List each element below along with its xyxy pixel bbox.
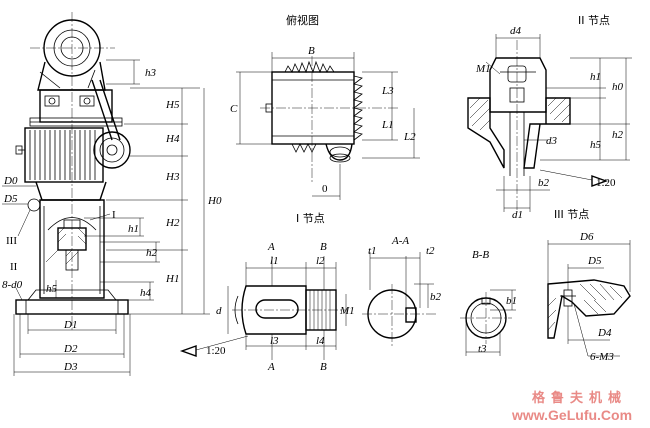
label-B-bottom: B <box>320 361 327 373</box>
watermark: 格鲁夫机械 www.GeLufu.Com <box>511 390 632 423</box>
label-b2-ii: b2 <box>538 177 550 189</box>
label-D4: D4 <box>597 327 612 339</box>
label-l1-i: l1 <box>270 255 279 267</box>
label-t3: t3 <box>478 343 487 355</box>
label-h0-ii: h0 <box>612 81 624 93</box>
label-L1: L1 <box>381 119 394 131</box>
label-taper-ii: 1:20 <box>596 177 616 189</box>
label-zero: 0 <box>322 183 328 195</box>
label-H3: H3 <box>165 171 180 183</box>
node-i-keyway <box>255 299 299 319</box>
label-l4: l4 <box>316 335 325 347</box>
label-C: C <box>230 103 238 115</box>
label-h5: h5 <box>46 283 58 295</box>
title-top-view: 俯视图 <box>286 13 319 27</box>
title-section-bb: B-B <box>472 249 489 261</box>
label-d1: d1 <box>512 209 523 221</box>
label-h1: h1 <box>128 223 139 235</box>
watermark-url: www.GeLufu.Com <box>511 407 632 423</box>
label-H0: H0 <box>207 195 222 207</box>
node-ii-right-part <box>523 97 571 169</box>
label-M1-i: M1 <box>339 305 355 317</box>
motor-fins <box>29 130 96 180</box>
neck <box>35 181 107 201</box>
main-labels: h3 H5 H4 H3 H2 H1 H0 h1 h2 h4 h5 D0 D5 D… <box>2 67 222 373</box>
title-section-aa: A-A <box>391 235 409 247</box>
label-l3: l3 <box>270 335 279 347</box>
label-L2: L2 <box>403 131 416 143</box>
label-A-bottom: A <box>267 361 275 373</box>
label-d4: d4 <box>510 25 522 37</box>
label-D6: D6 <box>579 231 594 243</box>
node-ii-view: II 节点 <box>467 14 632 221</box>
node-iii-part <box>547 279 631 339</box>
label-d3: d3 <box>546 135 558 147</box>
label-h4: h4 <box>140 287 152 299</box>
node-i-shaft <box>241 285 307 335</box>
title-node-iii: III 节点 <box>554 208 589 221</box>
label-h5-ii: h5 <box>590 139 602 151</box>
main-elevation-view <box>15 12 131 330</box>
detail-iii-circle <box>27 198 41 212</box>
label-h2: h2 <box>146 247 158 259</box>
label-h3: h3 <box>145 67 157 79</box>
node-i-view: I 节点 A B l1 l <box>179 212 355 373</box>
label-b1: b1 <box>506 295 517 307</box>
label-b2-aa: b2 <box>430 291 442 303</box>
label-h1-ii: h1 <box>590 71 601 83</box>
section-aa-view: A-A t1 t2 b2 <box>362 235 442 346</box>
label-D0: D0 <box>3 175 18 187</box>
base-plate <box>15 299 129 315</box>
label-8-d0: 8-d0 <box>2 279 23 291</box>
belt <box>91 79 121 141</box>
label-taper-i: 1:20 <box>206 345 226 357</box>
label-t1: t1 <box>368 245 377 257</box>
label-II: II <box>10 261 18 273</box>
watermark-cn: 格鲁夫机械 <box>532 390 627 406</box>
label-H5: H5 <box>165 99 180 111</box>
top-view: 俯视图 B C L3 L1 L2 0 <box>230 13 420 200</box>
title-node-ii: II 节点 <box>578 14 610 27</box>
label-t2: t2 <box>426 245 435 257</box>
label-A-top: A <box>267 241 275 253</box>
node-ii-left-part <box>467 97 505 169</box>
label-d: d <box>216 305 222 317</box>
label-H1: H1 <box>165 273 179 285</box>
label-H4: H4 <box>165 133 180 145</box>
label-l2-i: l2 <box>316 255 325 267</box>
section-bb-view: B-B b1 t3 <box>460 249 517 356</box>
label-D5: D5 <box>3 193 18 205</box>
label-D3: D3 <box>63 361 78 373</box>
node-iii-view: III 节点 D6 D5 D4 6-M3 <box>547 208 631 363</box>
pedestal <box>39 199 105 299</box>
label-D1: D1 <box>63 319 77 331</box>
motor-body <box>24 127 104 183</box>
gear-teeth-bottom <box>291 143 317 153</box>
gear-teeth-top <box>284 60 335 74</box>
label-D2: D2 <box>63 343 78 355</box>
label-M1-ii: M1 <box>475 63 491 75</box>
label-B: B <box>308 45 315 57</box>
label-D5-iii: D5 <box>587 255 602 267</box>
label-6-M3: 6-M3 <box>590 351 614 363</box>
label-L3: L3 <box>381 85 394 97</box>
section-aa-key <box>405 307 417 323</box>
main-dimensions <box>2 59 210 376</box>
label-III: III <box>6 235 17 247</box>
label-I: I <box>112 209 116 221</box>
label-H2: H2 <box>165 217 180 229</box>
label-h2-ii: h2 <box>612 129 624 141</box>
label-B-top: B <box>320 241 327 253</box>
side-pulley <box>93 131 131 169</box>
title-node-i: I 节点 <box>296 212 325 225</box>
